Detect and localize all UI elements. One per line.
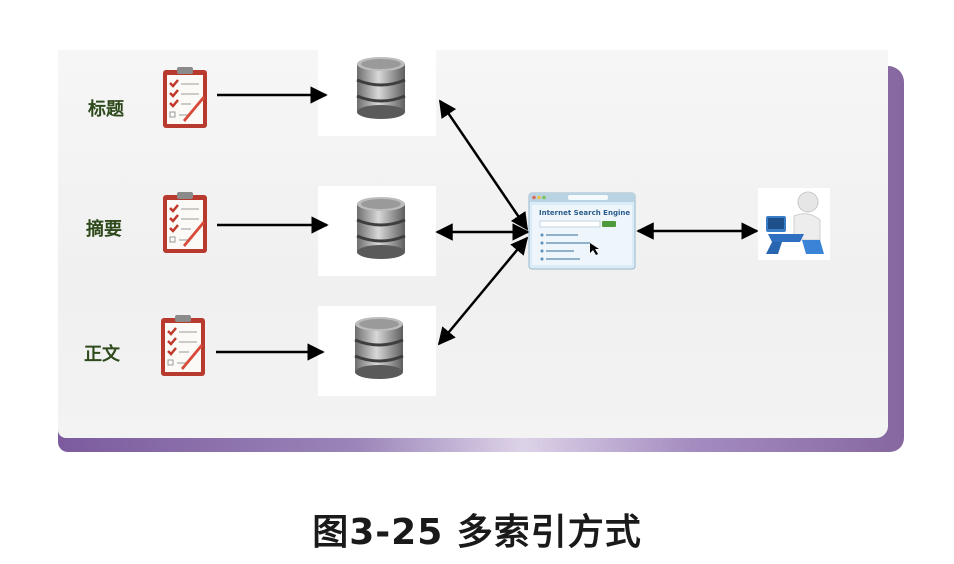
user-at-computer-icon [758,188,830,260]
figure-caption: 图3-25 多索引方式 [312,512,642,553]
database-icon [354,317,404,379]
arrow-db-title-engine [438,99,529,231]
database-icon [356,197,406,259]
row-label-body: 正文 [84,344,120,365]
search-engine-window-icon: Internet Search Engine [528,192,636,270]
arrow-db-body-engine [437,236,529,346]
row-label-abstract: 摘要 [86,219,122,240]
row-label-title: 标题 [88,99,124,120]
database-icon [356,57,406,119]
checklist-icon [163,192,207,253]
checklist-icon [161,315,205,376]
engine-window-title: Internet Search Engine [539,209,630,217]
checklist-icon [163,67,207,128]
